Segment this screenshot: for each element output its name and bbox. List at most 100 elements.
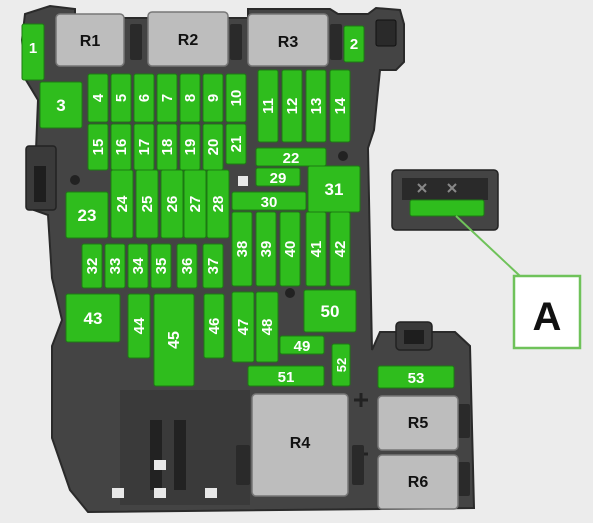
lower-hole <box>112 488 124 498</box>
callout-a: A <box>391 169 582 350</box>
fuse-24-label: 24 <box>114 195 131 212</box>
fuse-13-label: 13 <box>308 98 325 115</box>
fuse-5 <box>110 73 132 123</box>
fuse-35 <box>150 243 172 289</box>
fuse-19-label: 19 <box>182 139 199 156</box>
fuse-30 <box>231 191 307 211</box>
fuse-30-label: 30 <box>261 194 278 211</box>
fuse-22 <box>255 147 327 167</box>
screw-point <box>70 175 80 185</box>
fuse-29 <box>255 167 301 187</box>
fuse-32-label: 32 <box>84 258 101 275</box>
relay-r3 <box>247 13 329 67</box>
fuse-43-label: 43 <box>84 309 103 328</box>
fuse-12 <box>281 69 303 143</box>
fuse-45-label: 45 <box>166 331 183 349</box>
relay-r1-label: R1 <box>80 33 101 50</box>
fuse-42 <box>329 211 351 287</box>
fuse-53-label: 53 <box>408 370 425 387</box>
screw-point <box>338 151 348 161</box>
fuse-5-label: 5 <box>113 94 130 102</box>
relay-r1 <box>55 13 125 67</box>
top-notch-slot <box>404 330 424 344</box>
fuse-18-label: 18 <box>159 139 176 156</box>
callout-box <box>512 274 582 350</box>
fuse-labels: 1 2 3 4 5 6 7 8 9 10 11 12 13 14 15 16 1… <box>29 36 425 387</box>
fuse-49 <box>279 335 325 355</box>
lower-hole <box>205 488 217 498</box>
fuse-27 <box>183 169 207 239</box>
fuse-9-label: 9 <box>205 94 222 102</box>
fuse-40 <box>279 211 301 287</box>
fuse-29-label: 29 <box>270 170 287 187</box>
relay-r2 <box>147 11 229 67</box>
connector-pin-icon <box>417 183 457 193</box>
relay-r6 <box>377 454 459 510</box>
fuse-33 <box>104 243 126 289</box>
fuse-47 <box>231 291 255 363</box>
relay-r4 <box>251 393 349 497</box>
fuse-12-label: 12 <box>284 98 301 115</box>
fuse-39-label: 39 <box>258 241 275 258</box>
fuse-26 <box>160 169 184 239</box>
fuse-3 <box>39 81 83 129</box>
fuse-8-label: 8 <box>182 94 199 102</box>
relay-clip <box>236 445 250 485</box>
fuse-47-label: 47 <box>235 319 252 336</box>
fuse-40-label: 40 <box>282 241 299 258</box>
fuse-15-label: 15 <box>90 139 107 156</box>
fuse-28-label: 28 <box>210 196 227 213</box>
relay-clip <box>330 24 342 60</box>
relay-group: R1 R2 R3 R4 R5 R6 <box>55 11 459 510</box>
fuse-1-label: 1 <box>29 40 37 57</box>
fuse-37 <box>202 243 224 289</box>
fuse-36 <box>176 243 198 289</box>
fuse-13 <box>305 69 327 143</box>
fuse-9 <box>202 73 224 123</box>
fuse-10-label: 10 <box>228 90 245 107</box>
relay-r5-label: R5 <box>408 415 429 432</box>
fuse-1 <box>21 23 45 81</box>
fuse-51 <box>247 365 325 387</box>
fuse-33-label: 33 <box>107 258 124 275</box>
fuse-23 <box>65 191 109 239</box>
fuse-45 <box>153 293 195 387</box>
plus-mark <box>354 393 368 407</box>
fuse-34-label: 34 <box>130 257 147 274</box>
fuse-48 <box>255 291 279 363</box>
fuse-50-label: 50 <box>321 302 340 321</box>
relay-r3-label: R3 <box>278 34 299 51</box>
fuse-26-label: 26 <box>164 196 181 213</box>
lower-slot <box>174 420 186 490</box>
left-bracket-slot <box>34 166 46 202</box>
fuse-25-label: 25 <box>139 196 156 213</box>
fuse-43 <box>65 293 121 343</box>
fuse-49-label: 49 <box>294 338 311 355</box>
fuse-16-label: 16 <box>113 139 130 156</box>
fuse-11-label: 11 <box>260 98 277 114</box>
fuse-52-label: 52 <box>334 358 349 372</box>
fuse-31-label: 31 <box>325 180 344 199</box>
fuse-17-label: 17 <box>136 139 153 156</box>
fuse-41-label: 41 <box>308 241 325 258</box>
fuse-51-label: 51 <box>278 369 295 386</box>
relay-clip <box>130 24 142 60</box>
fuse-7-label: 7 <box>159 94 176 102</box>
fuse-group <box>21 23 455 389</box>
lower-hole <box>154 488 166 498</box>
fuse-44 <box>127 293 151 359</box>
fuse-22-label: 22 <box>283 150 300 167</box>
relay-clip <box>458 404 470 438</box>
fuse-44-label: 44 <box>131 317 148 334</box>
fuse-4 <box>87 73 109 123</box>
fuse-48-label: 48 <box>259 319 276 336</box>
connector-slot <box>402 178 488 200</box>
fuse-50 <box>303 289 357 333</box>
fuse-24 <box>110 169 134 239</box>
fuse-2 <box>343 25 365 63</box>
fuse-4-label: 4 <box>90 93 107 102</box>
callout-leader-line <box>455 215 521 277</box>
relay-clip <box>352 445 364 485</box>
fuse-39 <box>255 211 277 287</box>
